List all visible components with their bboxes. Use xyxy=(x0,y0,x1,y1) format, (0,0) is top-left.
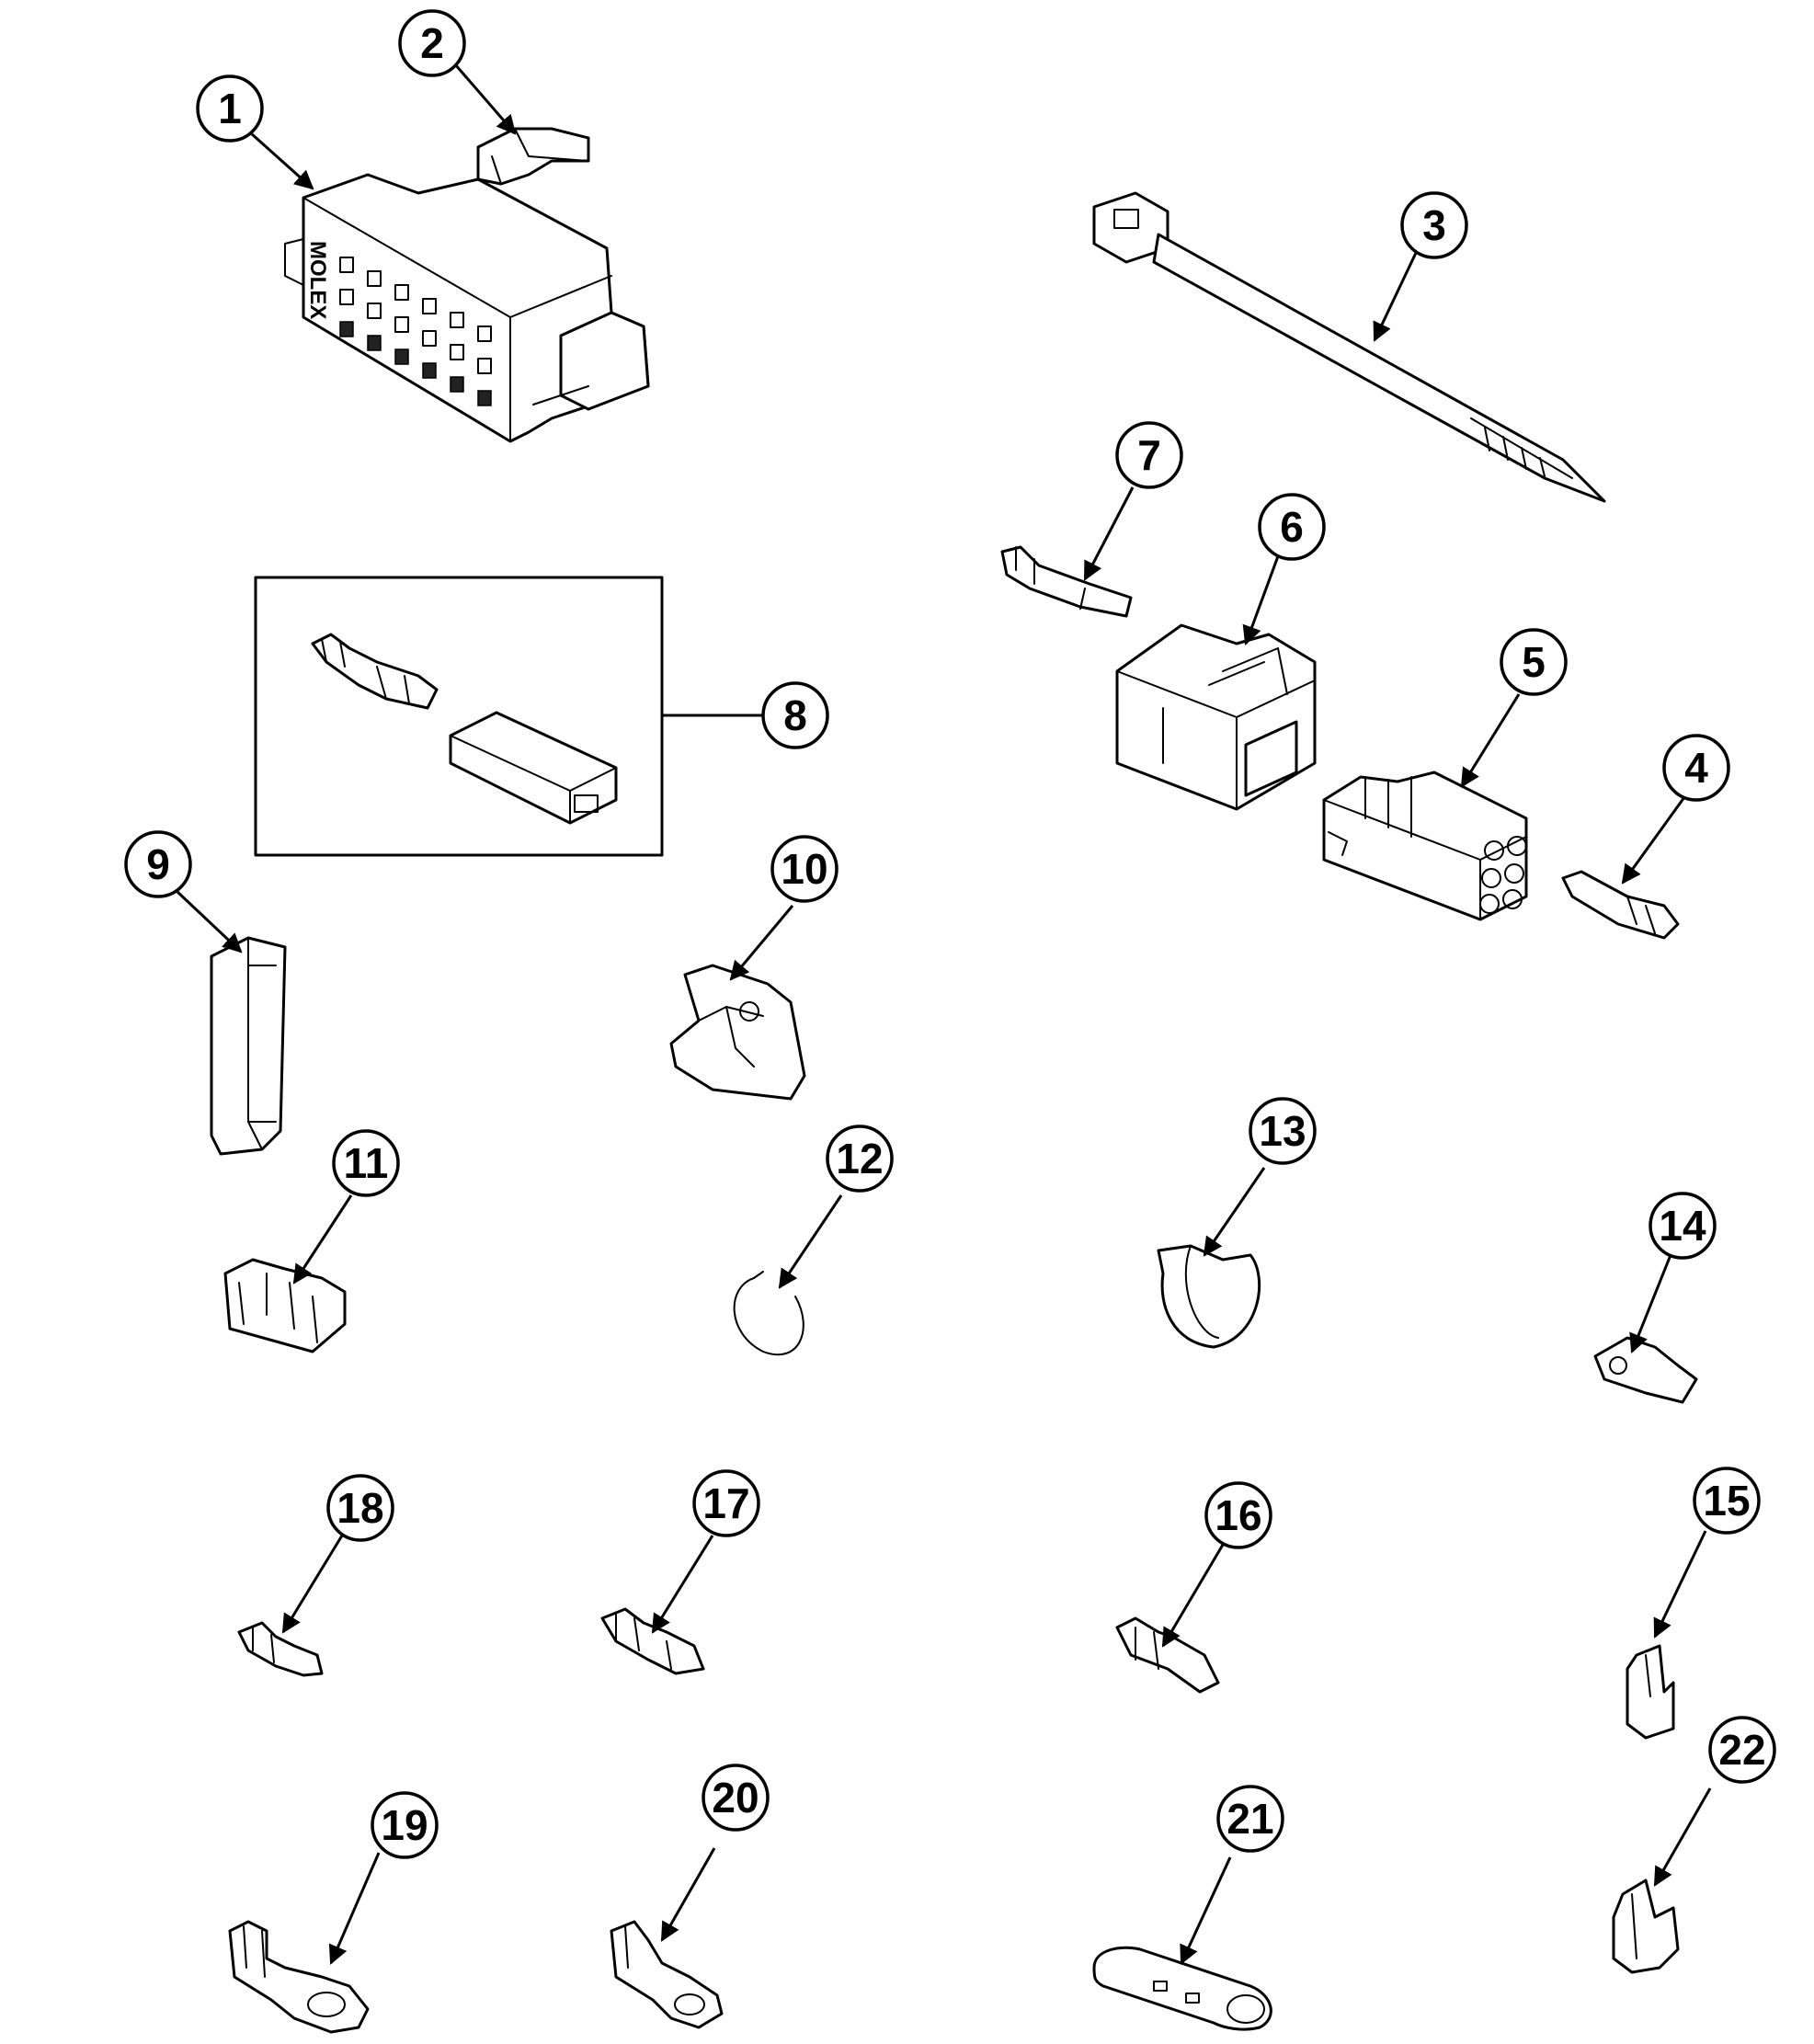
callout-17: 17 xyxy=(692,1469,760,1537)
callout-3: 3 xyxy=(1400,191,1468,259)
callout-10: 10 xyxy=(770,835,839,903)
leader-20 xyxy=(660,1847,716,1942)
ring-tongue-terminal-20 xyxy=(610,1920,724,2029)
callout-13-number: 13 xyxy=(1259,1107,1306,1155)
callout-1: 1 xyxy=(196,74,264,143)
callout-5: 5 xyxy=(1500,628,1568,696)
callout-21: 21 xyxy=(1216,1785,1284,1853)
callout-7-number: 7 xyxy=(1137,431,1161,479)
callout-15: 15 xyxy=(1693,1467,1761,1535)
callout-6-number: 6 xyxy=(1280,503,1304,551)
callout-19-number: 19 xyxy=(381,1801,428,1849)
callout-12: 12 xyxy=(826,1125,894,1193)
callout-14: 14 xyxy=(1649,1192,1717,1260)
leader-10 xyxy=(729,905,794,981)
pin-terminal-4 xyxy=(1561,870,1680,940)
callout-18: 18 xyxy=(326,1474,394,1542)
leader-6 xyxy=(1242,555,1280,645)
wire-retainer-clip xyxy=(669,964,806,1101)
callout-3-number: 3 xyxy=(1422,201,1446,249)
callout-17-number: 17 xyxy=(702,1479,749,1527)
flag-connector xyxy=(1626,1644,1675,1740)
callout-9-number: 9 xyxy=(146,840,170,888)
kit-insulator xyxy=(449,711,618,825)
push-on-terminal-16 xyxy=(1115,1616,1220,1694)
leader-3 xyxy=(1373,252,1418,342)
leader-5 xyxy=(1460,693,1521,788)
leader-17 xyxy=(651,1535,714,1634)
ring-tongue-terminal-19 xyxy=(228,1920,370,2034)
callout-4: 4 xyxy=(1662,734,1730,802)
leader-7 xyxy=(1083,486,1135,581)
leader-9 xyxy=(176,890,243,953)
callout-15-number: 15 xyxy=(1703,1477,1750,1524)
callout-9: 9 xyxy=(124,830,192,898)
callout-6: 6 xyxy=(1258,493,1326,561)
locking-clip xyxy=(476,127,590,186)
leader-18 xyxy=(281,1535,344,1634)
hose-clamp xyxy=(1157,1244,1261,1349)
callout-18-number: 18 xyxy=(337,1484,383,1532)
leader-16 xyxy=(1161,1544,1225,1648)
leader-22 xyxy=(1653,1787,1712,1887)
leader-12 xyxy=(778,1194,843,1289)
callout-10-number: 10 xyxy=(781,845,827,893)
callout-20: 20 xyxy=(702,1764,770,1832)
callout-14-number: 14 xyxy=(1659,1202,1706,1250)
kit-terminal xyxy=(311,633,439,710)
callout-7: 7 xyxy=(1115,421,1183,489)
strip-clip xyxy=(210,936,287,1156)
callout-22-number: 22 xyxy=(1718,1726,1765,1774)
terminal-22 xyxy=(1612,1878,1680,1974)
callout-16-number: 16 xyxy=(1215,1491,1261,1539)
callout-12-number: 12 xyxy=(836,1135,883,1182)
callout-5-number: 5 xyxy=(1522,638,1546,686)
leader-14 xyxy=(1629,1254,1672,1353)
callout-8-number: 8 xyxy=(783,691,807,739)
quick-disconnect-terminal-17 xyxy=(600,1607,705,1675)
callout-13: 13 xyxy=(1249,1097,1317,1165)
callout-22: 22 xyxy=(1708,1716,1776,1784)
insulated-ring-terminal xyxy=(1593,1336,1698,1404)
leader-13 xyxy=(1203,1167,1266,1257)
receptacle-housing xyxy=(1115,623,1317,811)
callout-19: 19 xyxy=(371,1791,439,1859)
callout-11: 11 xyxy=(332,1129,400,1197)
callout-1-number: 1 xyxy=(218,85,242,132)
molex-brand-label: MOLEX xyxy=(305,241,330,319)
spring-ring xyxy=(733,1271,804,1356)
leader-19 xyxy=(328,1852,381,1965)
six-pin-plug-housing xyxy=(1322,771,1528,921)
butt-splice xyxy=(1092,1946,1272,2031)
callout-2: 2 xyxy=(398,9,466,77)
leader-1 xyxy=(249,131,314,190)
callout-20-number: 20 xyxy=(712,1774,759,1821)
leader-11 xyxy=(292,1194,353,1285)
callout-16: 16 xyxy=(1204,1481,1272,1549)
cable-tie xyxy=(1092,191,1606,503)
leader-21 xyxy=(1180,1856,1232,1965)
small-terminal-18 xyxy=(237,1621,324,1677)
terminal-kit-box xyxy=(254,576,664,857)
socket-terminal-7 xyxy=(1000,545,1133,618)
leader-2 xyxy=(453,63,517,135)
callout-4-number: 4 xyxy=(1684,744,1708,792)
callout-2-number: 2 xyxy=(420,19,444,67)
mounting-bracket-clip xyxy=(223,1258,347,1353)
pin-cavity-grid xyxy=(339,257,492,406)
leader-4 xyxy=(1621,796,1686,885)
callout-8: 8 xyxy=(761,681,829,749)
leader-15 xyxy=(1653,1530,1707,1639)
molex-connector-housing: MOLEX xyxy=(284,173,650,443)
callout-11-number: 11 xyxy=(344,1139,389,1187)
callout-21-number: 21 xyxy=(1226,1795,1273,1843)
